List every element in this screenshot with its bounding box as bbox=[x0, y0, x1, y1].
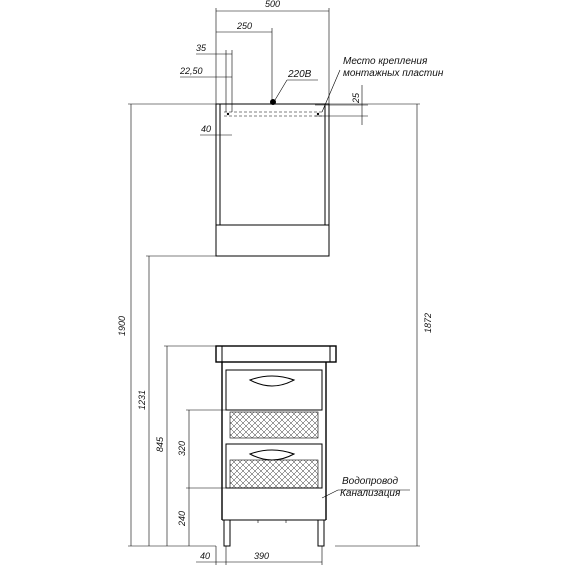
mounting-label-line2: монтажных пластин bbox=[343, 68, 444, 79]
power-label: 220В bbox=[287, 69, 312, 80]
dim-40-bottom: 40 bbox=[200, 551, 210, 561]
dim-320: 320 bbox=[177, 441, 187, 456]
top-view: 500 250 35 22,50 40 25 220В Место крепле… bbox=[179, 0, 444, 257]
dim-500: 500 bbox=[265, 0, 280, 9]
leg-right bbox=[317, 519, 325, 547]
dim-1231: 1231 bbox=[137, 390, 147, 410]
dim-40-top: 40 bbox=[201, 124, 211, 134]
dim-1872: 1872 bbox=[423, 313, 433, 333]
sewer-label: Канализация bbox=[340, 488, 401, 499]
washbasin bbox=[215, 345, 337, 363]
dim-250: 250 bbox=[236, 21, 252, 31]
dim-22-50: 22,50 bbox=[179, 66, 203, 76]
leg-left bbox=[223, 519, 231, 547]
upper-drawer-handle bbox=[248, 375, 296, 387]
front-view: 1900 1231 845 320 240 1872 bbox=[117, 103, 433, 565]
water-supply-label: Водопровод bbox=[342, 476, 399, 487]
wall-cabinet bbox=[215, 103, 330, 257]
dim-35: 35 bbox=[196, 43, 207, 53]
upper-drawer bbox=[225, 369, 323, 411]
lower-drawer-handle bbox=[248, 449, 296, 461]
dim-25: 25 bbox=[351, 92, 361, 104]
upper-basket-mesh bbox=[229, 411, 319, 439]
dim-390: 390 bbox=[254, 551, 269, 561]
mounting-label-line1: Место крепления bbox=[343, 56, 428, 67]
dim-845: 845 bbox=[155, 436, 165, 452]
dim-1900: 1900 bbox=[117, 316, 127, 336]
dim-240: 240 bbox=[177, 511, 187, 527]
lower-basket-mesh bbox=[229, 459, 319, 489]
